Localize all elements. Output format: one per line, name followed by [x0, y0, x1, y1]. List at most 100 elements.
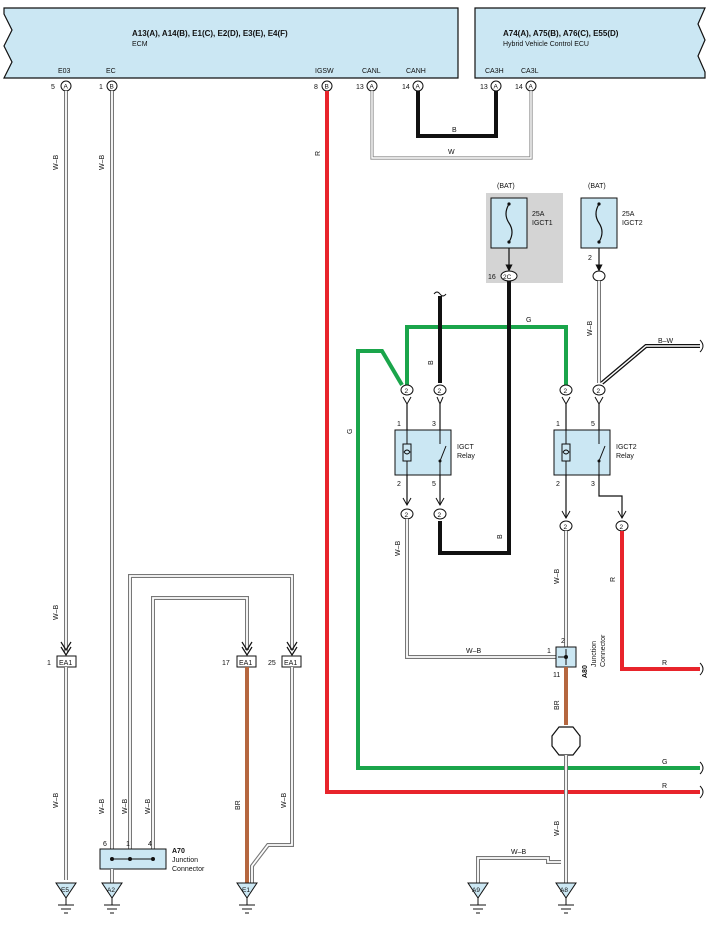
ea1-connectors: EA1 1 EA1 17 EA1 25: [47, 655, 302, 668]
wire-green: G G G: [347, 317, 704, 775]
svg-text:R: R: [315, 151, 322, 156]
wire-e03-lower: W–B: [53, 667, 68, 880]
svg-text:Connector: Connector: [172, 866, 205, 873]
svg-text:1: 1: [397, 421, 401, 428]
svg-text:W–B: W–B: [122, 799, 129, 815]
svg-text:17: 17: [222, 660, 230, 667]
svg-text:A: A: [529, 84, 534, 91]
svg-text:W–B: W–B: [99, 155, 106, 171]
hv-pin-circles: A 13 A 14: [480, 80, 537, 92]
ground-a8: A8: [555, 882, 577, 914]
svg-text:IGCT: IGCT: [457, 444, 474, 451]
svg-text:Relay: Relay: [457, 453, 475, 460]
label-can-b: B: [452, 127, 457, 134]
pin-signal-ca3h: CA3H: [485, 68, 504, 75]
svg-text:W–B: W–B: [511, 849, 527, 856]
svg-text:13: 13: [480, 84, 488, 91]
svg-text:2: 2: [564, 524, 568, 531]
svg-text:EA1: EA1: [239, 660, 252, 667]
svg-text:EA1: EA1: [59, 660, 72, 667]
svg-text:2: 2: [438, 512, 442, 519]
svg-text:W–B: W–B: [395, 541, 402, 557]
svg-text:B: B: [428, 360, 435, 365]
svg-text:25: 25: [268, 660, 276, 667]
fuse-igct1: (BAT) 25A IGCT1 2C 16: [486, 183, 563, 283]
svg-text:W–B: W–B: [554, 821, 561, 837]
svg-text:E1: E1: [242, 887, 250, 894]
svg-text:G: G: [662, 759, 667, 766]
wire-igct-to-a80: W–B W–B: [395, 519, 558, 659]
pin-signal-canh: CANH: [406, 68, 426, 75]
svg-text:W–B: W–B: [53, 605, 60, 621]
svg-text:B–W: B–W: [658, 338, 674, 345]
svg-text:2: 2: [561, 638, 565, 645]
svg-text:E5: E5: [61, 887, 69, 894]
svg-text:BR: BR: [554, 700, 561, 710]
svg-text:2: 2: [405, 512, 409, 519]
svg-text:14: 14: [515, 84, 523, 91]
svg-text:5: 5: [591, 421, 595, 428]
relay-igct: 2 2 1 3 IGCT Relay 2 5 2 2: [394, 384, 475, 520]
ground-a9: A9: [467, 882, 489, 914]
pin-signal-igsw: IGSW: [315, 68, 334, 75]
svg-text:3: 3: [432, 421, 436, 428]
ground-e1: E1: [236, 882, 258, 914]
can-wires: B W: [370, 91, 533, 160]
svg-text:A8: A8: [560, 887, 568, 894]
svg-text:W–B: W–B: [587, 321, 594, 337]
svg-text:1: 1: [556, 421, 560, 428]
svg-text:2: 2: [588, 255, 592, 262]
wire-igct2-feed: W–B B–W: [587, 281, 704, 385]
svg-text:W–B: W–B: [99, 799, 106, 815]
wire-e03: W–B W–B: [53, 91, 72, 657]
svg-text:A: A: [64, 84, 69, 91]
pin-signal-ec: EC: [106, 68, 116, 75]
svg-text:2: 2: [597, 388, 601, 395]
svg-text:5: 5: [51, 84, 55, 91]
svg-text:IGCT1: IGCT1: [532, 220, 553, 227]
svg-text:2: 2: [405, 388, 409, 395]
svg-text:1: 1: [547, 648, 551, 655]
svg-text:R: R: [662, 783, 667, 790]
ground-a2: A2: [101, 882, 123, 914]
svg-text:Relay: Relay: [616, 453, 634, 460]
a70-junction-connector: 6 1 4 A70 Junction Connector: [99, 841, 205, 883]
pin-signal-canl: CANL: [362, 68, 381, 75]
wire-a70-loops: W–B W–B W–B: [99, 574, 298, 850]
svg-text:25A: 25A: [622, 211, 635, 218]
svg-text:A9: A9: [472, 887, 480, 894]
svg-text:8: 8: [314, 84, 318, 91]
svg-text:5: 5: [432, 481, 436, 488]
wire-b-top: B: [428, 291, 447, 383]
svg-text:16: 16: [488, 274, 496, 281]
svg-text:2: 2: [564, 388, 568, 395]
hv-ecu-name: Hybrid Vehicle Control ECU: [503, 41, 589, 48]
svg-text:(BAT): (BAT): [588, 183, 606, 190]
fuse-igct2: (BAT) 25A IGCT2 2: [580, 183, 643, 282]
wire-a80-down: BR W–B W–B: [476, 667, 581, 883]
svg-text:W–B: W–B: [554, 569, 561, 585]
svg-text:1: 1: [99, 84, 103, 91]
svg-text:1: 1: [47, 660, 51, 667]
svg-text:IGCT2: IGCT2: [616, 444, 637, 451]
svg-text:A: A: [370, 84, 375, 91]
svg-text:W–B: W–B: [53, 155, 60, 171]
svg-text:2: 2: [556, 481, 560, 488]
svg-text:2: 2: [438, 388, 442, 395]
svg-text:14: 14: [402, 84, 410, 91]
svg-text:W–B: W–B: [281, 793, 288, 809]
svg-text:2C: 2C: [503, 274, 512, 281]
wire-igct2-to-a80: W–B: [554, 531, 568, 648]
svg-text:A80: A80: [582, 665, 589, 678]
svg-text:2: 2: [620, 524, 624, 531]
svg-text:R: R: [662, 660, 667, 667]
svg-text:A70: A70: [172, 848, 185, 855]
ecm-pin-circles: A 5 B 1 B 8 A 13 A 14: [51, 80, 424, 92]
svg-text:1: 1: [126, 841, 130, 848]
wire-ec: W–B: [99, 91, 114, 850]
svg-text:W–B: W–B: [466, 648, 482, 655]
ecm-pin-labels: E03 EC IGSW CANL CANH: [58, 68, 426, 75]
ecm-name: ECM: [132, 41, 148, 48]
svg-text:11: 11: [553, 672, 560, 679]
hv-ecu-title: A74(A), A75(B), A76(C), E55(D): [503, 29, 619, 38]
